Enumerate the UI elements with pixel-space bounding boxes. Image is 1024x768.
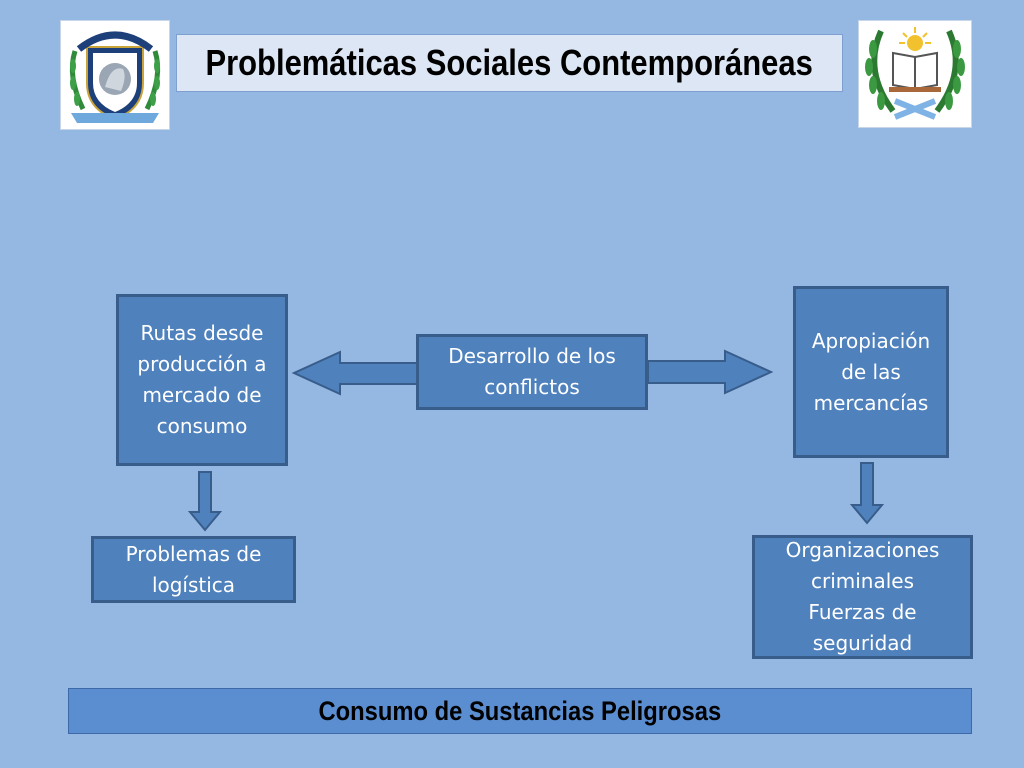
node-logistica-label: Problemas de logística: [125, 541, 262, 597]
page-title: Problemáticas Sociales Contemporáneas: [205, 42, 814, 83]
node-apropiacion-label: Apropiación de las mercancías: [811, 328, 931, 415]
arrow-down-right: [849, 462, 885, 525]
arrow-right: [647, 349, 774, 395]
institute-crest-icon: [69, 31, 161, 123]
node-desarrollo-label: Desarrollo de los conflictos: [448, 344, 616, 399]
node-organizaciones: Organizaciones criminales Fuerzas de seg…: [752, 535, 973, 659]
title-bar: Problemáticas Sociales Contemporáneas: [176, 34, 843, 92]
footer-title: Consumo de Sustancias Peligrosas: [318, 695, 722, 726]
node-organizaciones-line1: Organizaciones criminales: [785, 538, 940, 593]
node-rutas-label: Rutas desde producción a mercado de cons…: [137, 321, 267, 438]
emblem-logo: [858, 20, 972, 128]
footer-bar: Consumo de Sustancias Peligrosas: [68, 688, 972, 734]
arrow-down-left: [187, 471, 223, 532]
institute-logo: [60, 20, 170, 130]
laurel-book-emblem-icon: [865, 27, 965, 120]
node-desarrollo: Desarrollo de los conflictos: [416, 334, 648, 410]
node-logistica: Problemas de logística: [91, 536, 296, 603]
node-rutas: Rutas desde producción a mercado de cons…: [116, 294, 288, 466]
node-apropiacion: Apropiación de las mercancías: [793, 286, 949, 458]
node-organizaciones-line2: Fuerzas de seguridad: [808, 600, 917, 655]
arrow-left: [291, 350, 418, 396]
